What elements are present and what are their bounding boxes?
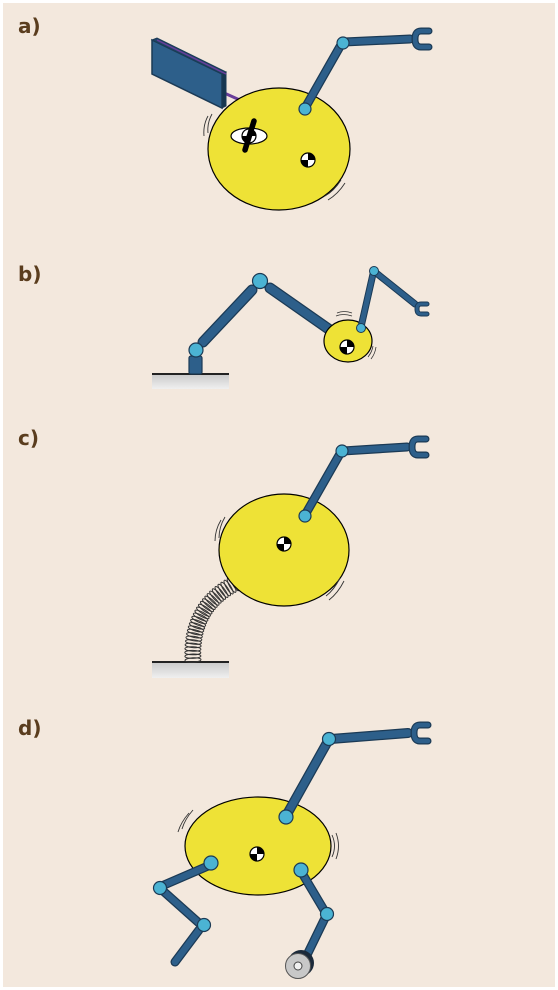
spring-coil [186,632,203,639]
ground-surface [152,662,229,678]
joint-icon [335,444,349,458]
spring-coil [185,635,203,642]
ground-surface [152,374,229,389]
motion-lines [203,115,209,137]
spring-coil [204,595,218,608]
tether-anchor [230,118,268,153]
center-of-mass-icon [249,846,265,862]
spring-coil [190,618,207,627]
secondary-arm [356,266,428,333]
wheel-icon [285,950,314,979]
joint-icon [356,323,366,333]
robot-arm [298,439,426,523]
spring-coil [188,622,206,630]
spring-coil [184,657,202,663]
spring-coil [196,606,211,617]
joint-icon [152,880,168,896]
spring-coil [191,615,208,625]
gripper-icon [412,439,426,455]
spring-coil [211,588,224,602]
center-of-mass-icon [276,536,292,552]
panel-a-label: a) [18,14,41,38]
joint-icon [196,917,212,933]
wall-plate [150,37,228,110]
joint-icon [369,266,379,276]
spring-coil [185,639,202,645]
floating-body [207,87,351,211]
joint-icon [203,855,219,871]
panel-b-label: b) [18,262,42,286]
joint-icon [321,731,337,747]
panel-c-diagram [152,439,426,678]
panel-d-diagram [152,725,429,979]
joint-icon [278,809,294,825]
spring-coil [220,581,232,597]
center-of-mass-icon [339,339,355,355]
robot-arm [298,31,429,116]
spring-coil [217,583,229,599]
gripper-icon [415,31,429,47]
spring-coil [202,598,216,610]
joint-icon [251,272,269,290]
spring-coil [184,649,202,656]
spring-coil [186,628,204,636]
panel-b-diagram [152,266,428,389]
spring-coil [199,600,215,613]
spring-coil [214,585,227,600]
spring-coil [209,590,222,604]
spring-coil [206,593,220,606]
spring-coil [187,625,205,633]
joint-icon [319,906,335,922]
right-leg [285,862,335,979]
center-of-mass-icon [300,152,316,168]
gripper-icon [417,304,427,314]
spring-coil [192,612,209,622]
spring-coil [223,579,234,595]
joint-icon [188,342,204,358]
panel-a-diagram [150,31,429,211]
panel-c-label: c) [18,426,39,450]
left-leg [152,855,219,967]
joint-icon [293,862,309,878]
joint-icon [298,509,312,523]
joint-icon [298,102,312,116]
arm-base [188,355,203,375]
spring-coil [197,603,213,615]
spring-coil [184,653,202,659]
gripper-icon [414,725,428,741]
panel-d-label: d) [18,716,42,740]
spring-coil [184,642,202,649]
spring-coil [194,609,210,620]
joint-icon [336,36,350,50]
upper-arm [278,725,428,825]
spring-coil [184,646,202,652]
manipulator-arm [188,272,336,358]
